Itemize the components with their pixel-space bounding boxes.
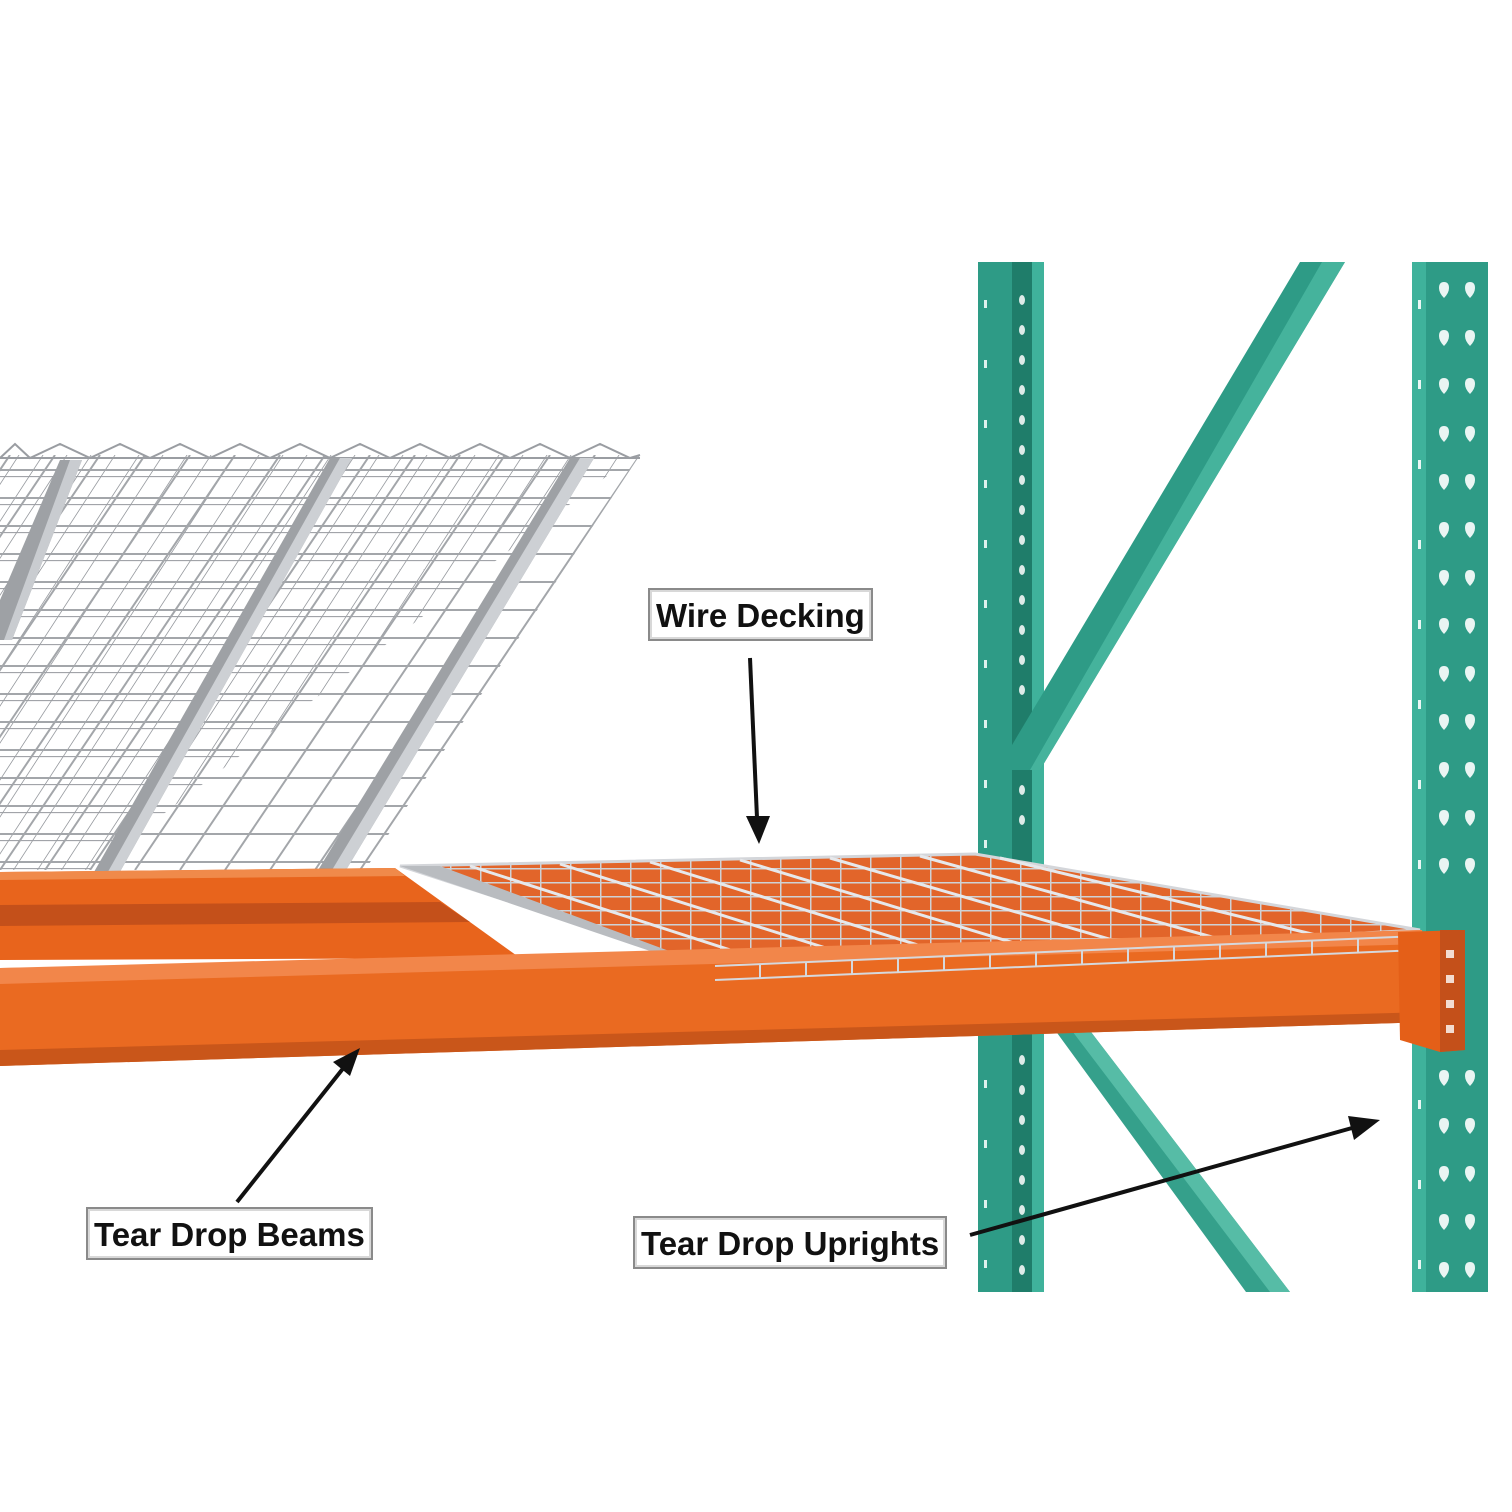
tear-drop-uprights-label: Tear Drop Uprights xyxy=(633,1216,948,1269)
arrow-tear-drop-uprights xyxy=(969,1116,1380,1237)
upright-left-teardrop-holes xyxy=(984,295,1025,1275)
wire-decking-label: Wire Decking xyxy=(648,588,873,641)
upright-right-teardrop-holes xyxy=(1418,282,1475,1278)
upright-frame-right xyxy=(1412,262,1488,1292)
beam-end-connector xyxy=(1398,930,1465,1052)
decking-support-channel-3 xyxy=(312,458,594,880)
beam-back xyxy=(0,868,520,960)
upright-frame-left xyxy=(978,262,1044,1292)
arrow-wire-decking xyxy=(746,657,770,844)
decking-support-channel-2 xyxy=(86,458,352,886)
decking-front-edge-loops xyxy=(714,935,1421,981)
decking-support-channel-1 xyxy=(0,460,82,640)
arrow-tear-drop-beams xyxy=(235,1048,360,1204)
upright-diagonal-brace-lower xyxy=(1044,1015,1290,1292)
upright-diagonal-brace-upper xyxy=(1012,262,1345,770)
tear-drop-beams-label: Tear Drop Beams xyxy=(86,1207,373,1260)
wire-decking-back-panel xyxy=(0,442,641,886)
